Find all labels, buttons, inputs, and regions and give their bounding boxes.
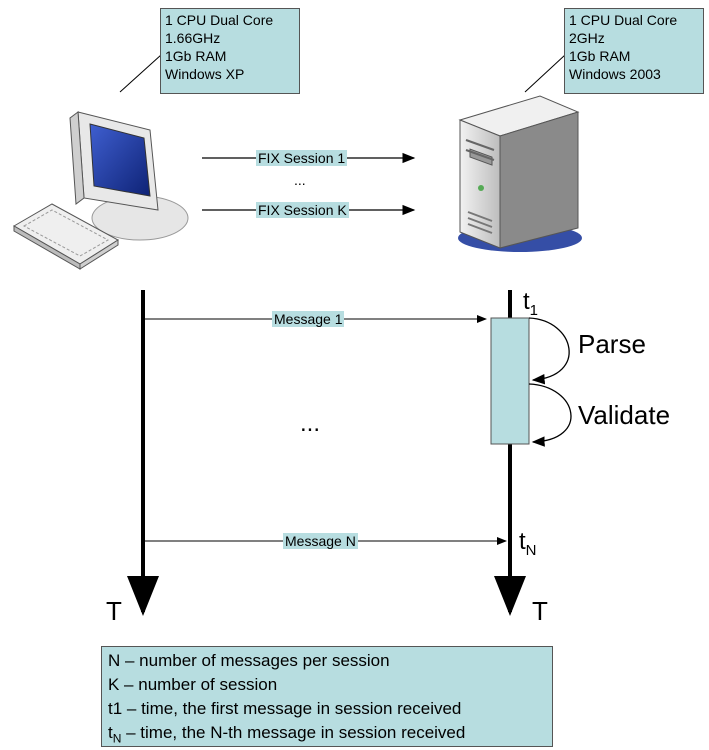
tn-base: t (519, 528, 526, 555)
tn-subscript: N (525, 541, 537, 559)
server-tower-icon (458, 95, 582, 252)
legend-line: t1 – time, the first message in session … (108, 699, 462, 718)
legend-line: K – number of session (108, 675, 278, 694)
client-spec: 1.66GHz (165, 30, 221, 46)
messages-ellipsis: ... (300, 410, 321, 437)
server-spec: 1 CPU Dual Core (569, 12, 678, 28)
server-spec: 1Gb RAM (569, 48, 631, 64)
fix-session-k-label: FIX Session K (256, 202, 349, 218)
legend-box: N – number of messages per session K – n… (101, 646, 553, 747)
tn-label: tN (519, 528, 537, 559)
client-callout-leader (119, 54, 162, 93)
server-specs-callout: 1 CPU Dual Core 2GHz 1Gb RAM Windows 200… (564, 8, 704, 94)
parse-loop-arrow (528, 317, 570, 385)
client-time-axis-label: T (106, 596, 122, 626)
legend-tn-base: t (108, 723, 113, 742)
client-spec: 1 CPU Dual Core (165, 12, 274, 28)
server-callout-leader (524, 54, 566, 93)
parse-label: Parse (578, 329, 646, 359)
message-1-label: Message 1 (272, 311, 345, 327)
validate-loop-arrow (528, 383, 572, 447)
client-spec: 1Gb RAM (165, 48, 227, 64)
processing-box (490, 317, 530, 445)
sessions-ellipsis: ... (294, 172, 306, 188)
legend-line-tn: tN – time, the N-th message in session r… (108, 721, 546, 750)
message-n-label: Message N (283, 533, 358, 549)
server-spec: 2GHz (569, 30, 605, 46)
server-time-axis-label: T (532, 596, 548, 626)
legend-line: N – number of messages per session (108, 651, 390, 670)
client-specs-callout: 1 CPU Dual Core 1.66GHz 1Gb RAM Windows … (160, 8, 300, 94)
desktop-computer-icon (13, 111, 189, 270)
t1-base: t (523, 288, 530, 315)
server-spec: Windows 2003 (569, 66, 661, 82)
validate-label: Validate (578, 400, 671, 430)
t1-label: t1 (523, 288, 538, 319)
legend-tn-subscript: N (112, 731, 122, 746)
legend-tn-text: – time, the N-th message in session rece… (121, 723, 466, 742)
client-spec: Windows XP (165, 66, 245, 82)
fix-session-1-label: FIX Session 1 (256, 150, 348, 166)
t1-subscript: 1 (529, 301, 539, 319)
